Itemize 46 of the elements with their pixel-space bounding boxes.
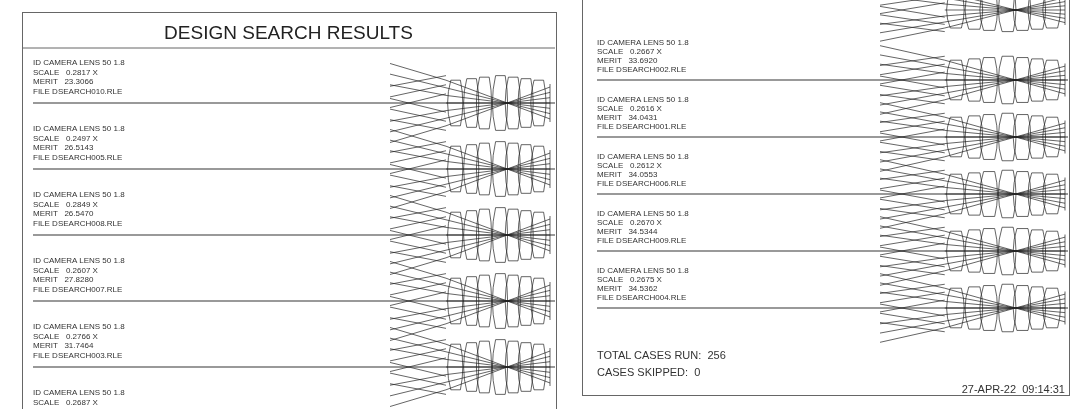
result-text: FILE DSEARCH007.RLE [33, 284, 123, 294]
summary-line: TOTAL CASES RUN: 256 [597, 349, 726, 361]
result-text: ID CAMERA LENS 50 1.8 [597, 266, 689, 275]
result-text: FILE DSEARCH001.RLE [597, 122, 687, 131]
result-text: MERIT 23.3066 [33, 77, 94, 86]
result-text: ID CAMERA LENS 50 1.8 [33, 124, 125, 133]
timestamp: 27-APR-22 09:14:31 [961, 383, 1065, 395]
result-text: SCALE 0.2612 X [597, 161, 662, 170]
result-text: SCALE 0.2616 X [597, 104, 662, 113]
result-text: SCALE 0.2849 X [33, 199, 98, 209]
result-text: MERIT 26.5143 [33, 143, 94, 152]
result-text: MERIT 31.7464 [33, 341, 94, 350]
page-title: DESIGN SEARCH RESULTS [163, 22, 414, 44]
result-text: FILE DSEARCH002.RLE [597, 65, 687, 74]
result-text: ID CAMERA LENS 50 1.8 [33, 58, 125, 67]
result-text: SCALE 0.2687 X [33, 397, 98, 407]
result-text: ID CAMERA LENS 50 1.8 [597, 152, 689, 161]
result-text: SCALE 0.2670 X [597, 218, 662, 227]
summary-line: CASES SKIPPED: 0 [597, 366, 701, 378]
result-text: FILE DSEARCH008.RLE [33, 218, 123, 228]
result-text: FILE DSEARCH009.RLE [597, 236, 687, 245]
result-text: SCALE 0.2766 X [33, 331, 98, 341]
result-text: ID CAMERA LENS 50 1.8 [33, 322, 125, 331]
result-text: MERIT 34.0553 [597, 170, 658, 179]
result-text: SCALE 0.2607 X [33, 265, 98, 275]
result-text: FILE DSEARCH010.RLE [33, 86, 123, 96]
result-text: ID CAMERA LENS 50 1.8 [597, 95, 689, 104]
result-text: MERIT 27.8280 [33, 275, 94, 284]
result-text: SCALE 0.2675 X [597, 275, 662, 284]
result-text: MERIT 34.5344 [597, 227, 658, 236]
result-text: MERIT 33.6920 [597, 56, 658, 65]
result-text: ID CAMERA LENS 50 1.8 [597, 38, 689, 47]
result-text: ID CAMERA LENS 50 1.8 [33, 256, 125, 265]
result-text: FILE DSEARCH004.RLE [597, 293, 687, 302]
result-text: FILE DSEARCH003.RLE [33, 350, 123, 360]
result-text: MERIT 34.5362 [597, 284, 658, 293]
result-text: MERIT 34.0431 [597, 113, 658, 122]
result-text: ID CAMERA LENS 50 1.8 [33, 190, 125, 199]
result-text: FILE DSEARCH006.RLE [597, 179, 687, 188]
result-text: SCALE 0.2667 X [597, 47, 662, 56]
result-text: SCALE 0.2497 X [33, 133, 98, 143]
result-text: ID CAMERA LENS 50 1.8 [33, 388, 125, 397]
result-text: MERIT 26.5470 [33, 209, 94, 218]
result-text: FILE DSEARCH005.RLE [33, 152, 123, 162]
result-text: SCALE 0.2817 X [33, 67, 98, 77]
result-text: ID CAMERA LENS 50 1.8 [597, 209, 689, 218]
